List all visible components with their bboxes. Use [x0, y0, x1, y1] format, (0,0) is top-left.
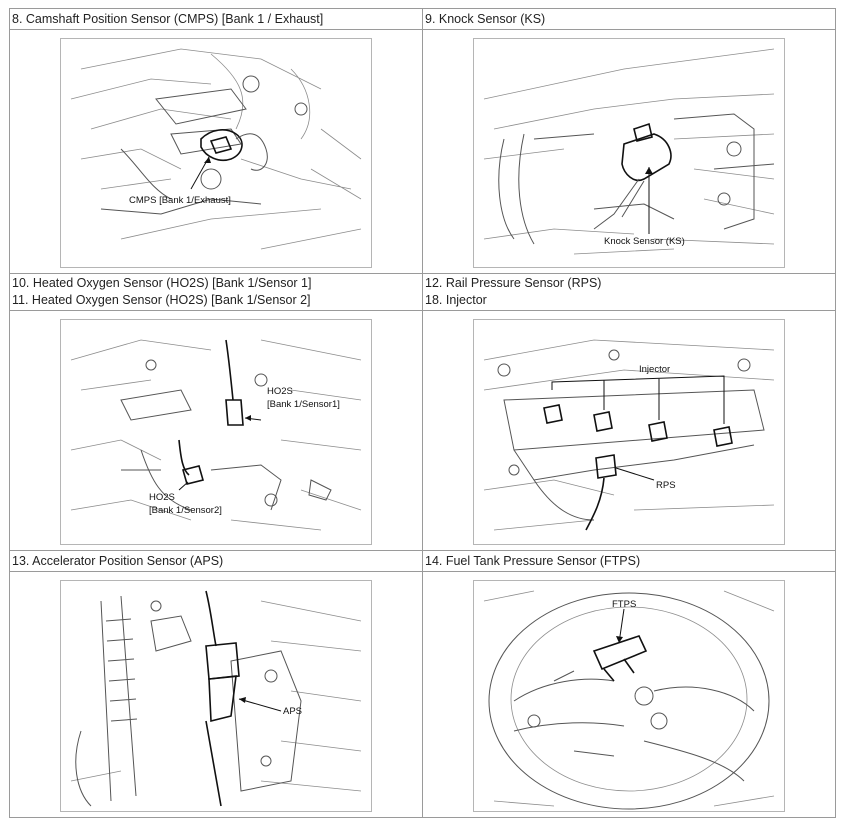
- ho2s-heading-line-1: 10. Heated Oxygen Sensor (HO2S) [Bank 1/…: [12, 276, 312, 290]
- ho2s-sensor1-label-1: HO2S: [267, 386, 293, 397]
- ks-cell: Knock Sensor (KS): [422, 29, 836, 274]
- ks-heading: 9. Knock Sensor (KS): [422, 8, 836, 30]
- cmps-illustration: CMPS [Bank 1/Exhaust]: [60, 38, 372, 268]
- ftps-callout-label: FTPS: [612, 599, 636, 610]
- ho2s-heading-line-2: 11. Heated Oxygen Sensor (HO2S) [Bank 1/…: [12, 293, 311, 307]
- cmps-heading: 8. Camshaft Position Sensor (CMPS) [Bank…: [9, 8, 423, 30]
- ftps-illustration: FTPS: [473, 580, 785, 812]
- ftps-heading: 14. Fuel Tank Pressure Sensor (FTPS): [422, 550, 836, 572]
- cmps-callout-label: CMPS [Bank 1/Exhaust]: [129, 195, 231, 206]
- rps-heading-line-2: 18. Injector: [425, 293, 487, 307]
- rps-callout-label: RPS: [656, 480, 676, 491]
- ks-illustration: Knock Sensor (KS): [473, 38, 785, 268]
- cmps-cell: CMPS [Bank 1/Exhaust]: [9, 29, 423, 274]
- aps-cell: APS: [9, 571, 423, 818]
- ho2s-sensor2-label-2: [Bank 1/Sensor2]: [149, 505, 222, 516]
- ho2s-illustration: HO2S [Bank 1/Sensor1] HO2S [Bank 1/Senso…: [60, 319, 372, 545]
- injector-callout-label: Injector: [639, 364, 670, 375]
- ftps-cell: FTPS: [422, 571, 836, 818]
- rps-heading-line-1: 12. Rail Pressure Sensor (RPS): [425, 276, 602, 290]
- ho2s-cell: HO2S [Bank 1/Sensor1] HO2S [Bank 1/Senso…: [9, 310, 423, 551]
- rps-heading: 12. Rail Pressure Sensor (RPS) 18. Injec…: [422, 273, 836, 311]
- aps-callout-label: APS: [283, 706, 302, 717]
- ho2s-sensor1-label-2: [Bank 1/Sensor1]: [267, 399, 340, 410]
- rps-illustration: Injector RPS: [473, 319, 785, 545]
- ks-callout-label: Knock Sensor (KS): [604, 236, 685, 247]
- rps-cell: Injector RPS: [422, 310, 836, 551]
- sensor-location-table: 8. Camshaft Position Sensor (CMPS) [Bank…: [9, 8, 836, 818]
- ho2s-heading: 10. Heated Oxygen Sensor (HO2S) [Bank 1/…: [9, 273, 423, 311]
- aps-heading: 13. Accelerator Position Sensor (APS): [9, 550, 423, 572]
- aps-illustration: APS: [60, 580, 372, 812]
- ho2s-sensor2-label-1: HO2S: [149, 492, 175, 503]
